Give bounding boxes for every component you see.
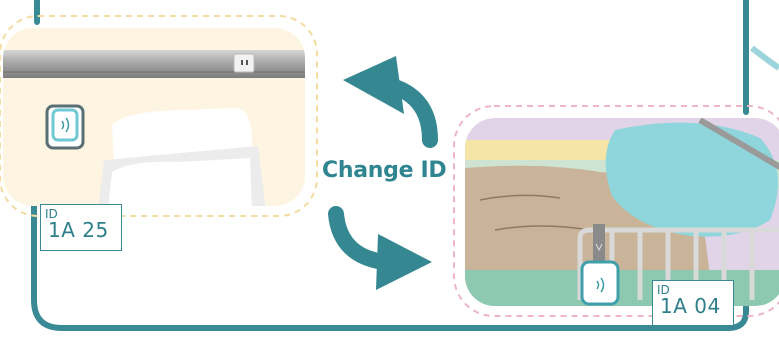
connector-faint — [752, 48, 779, 68]
arrow-up-left-icon — [343, 56, 430, 140]
left-id-value: 1A 25 — [48, 220, 109, 240]
left-id-tag: ID 1A 25 — [40, 204, 122, 251]
left-panel — [0, 16, 317, 216]
right-id-value: 1A 04 — [660, 296, 721, 316]
wall-outlet-icon — [234, 54, 254, 72]
change-id-label: Change ID — [322, 158, 446, 183]
wall-rail — [3, 50, 305, 78]
right-id-tag: ID 1A 04 — [652, 280, 734, 326]
sensor-clip — [593, 224, 605, 262]
arrow-down-right-icon — [336, 214, 432, 290]
right-sensor-icon — [582, 262, 618, 304]
